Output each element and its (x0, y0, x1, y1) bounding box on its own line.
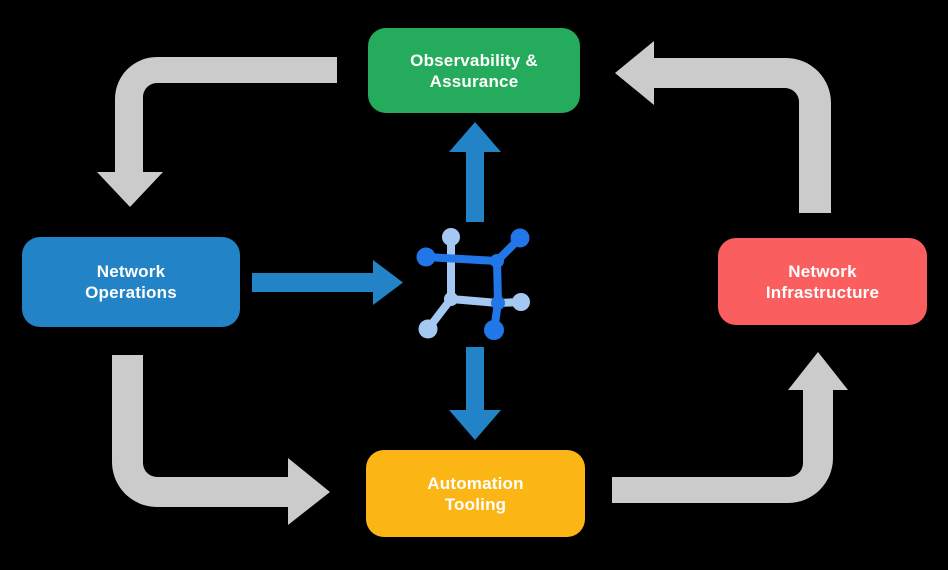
hub-light-nodes (418, 228, 530, 339)
node-observability-assurance-label: Observability & Assurance (410, 50, 538, 91)
hub-dark-nodes (416, 228, 530, 340)
arrow-operations-to-automation (112, 355, 330, 525)
arrow-observability-to-operations (97, 57, 337, 207)
arrow-operations-to-hub (252, 260, 403, 305)
arrow-hub-to-automation (449, 347, 501, 440)
node-network-operations-label: Network Operations (85, 262, 177, 302)
node-observability-assurance: Observability & Assurance (368, 28, 580, 113)
arrow-infrastructure-to-observability (615, 41, 831, 213)
network-hub-icon (416, 228, 530, 340)
node-automation-tooling-label: Automation Tooling (427, 473, 524, 514)
arrow-automation-to-infrastructure (612, 352, 848, 503)
arrow-hub-to-observability (449, 122, 501, 222)
node-network-infrastructure: Network Infrastructure (718, 238, 927, 325)
node-automation-tooling: Automation Tooling (366, 450, 585, 537)
node-network-infrastructure-label: Network Infrastructure (765, 261, 880, 302)
node-network-operations: Network Operations (22, 237, 240, 327)
